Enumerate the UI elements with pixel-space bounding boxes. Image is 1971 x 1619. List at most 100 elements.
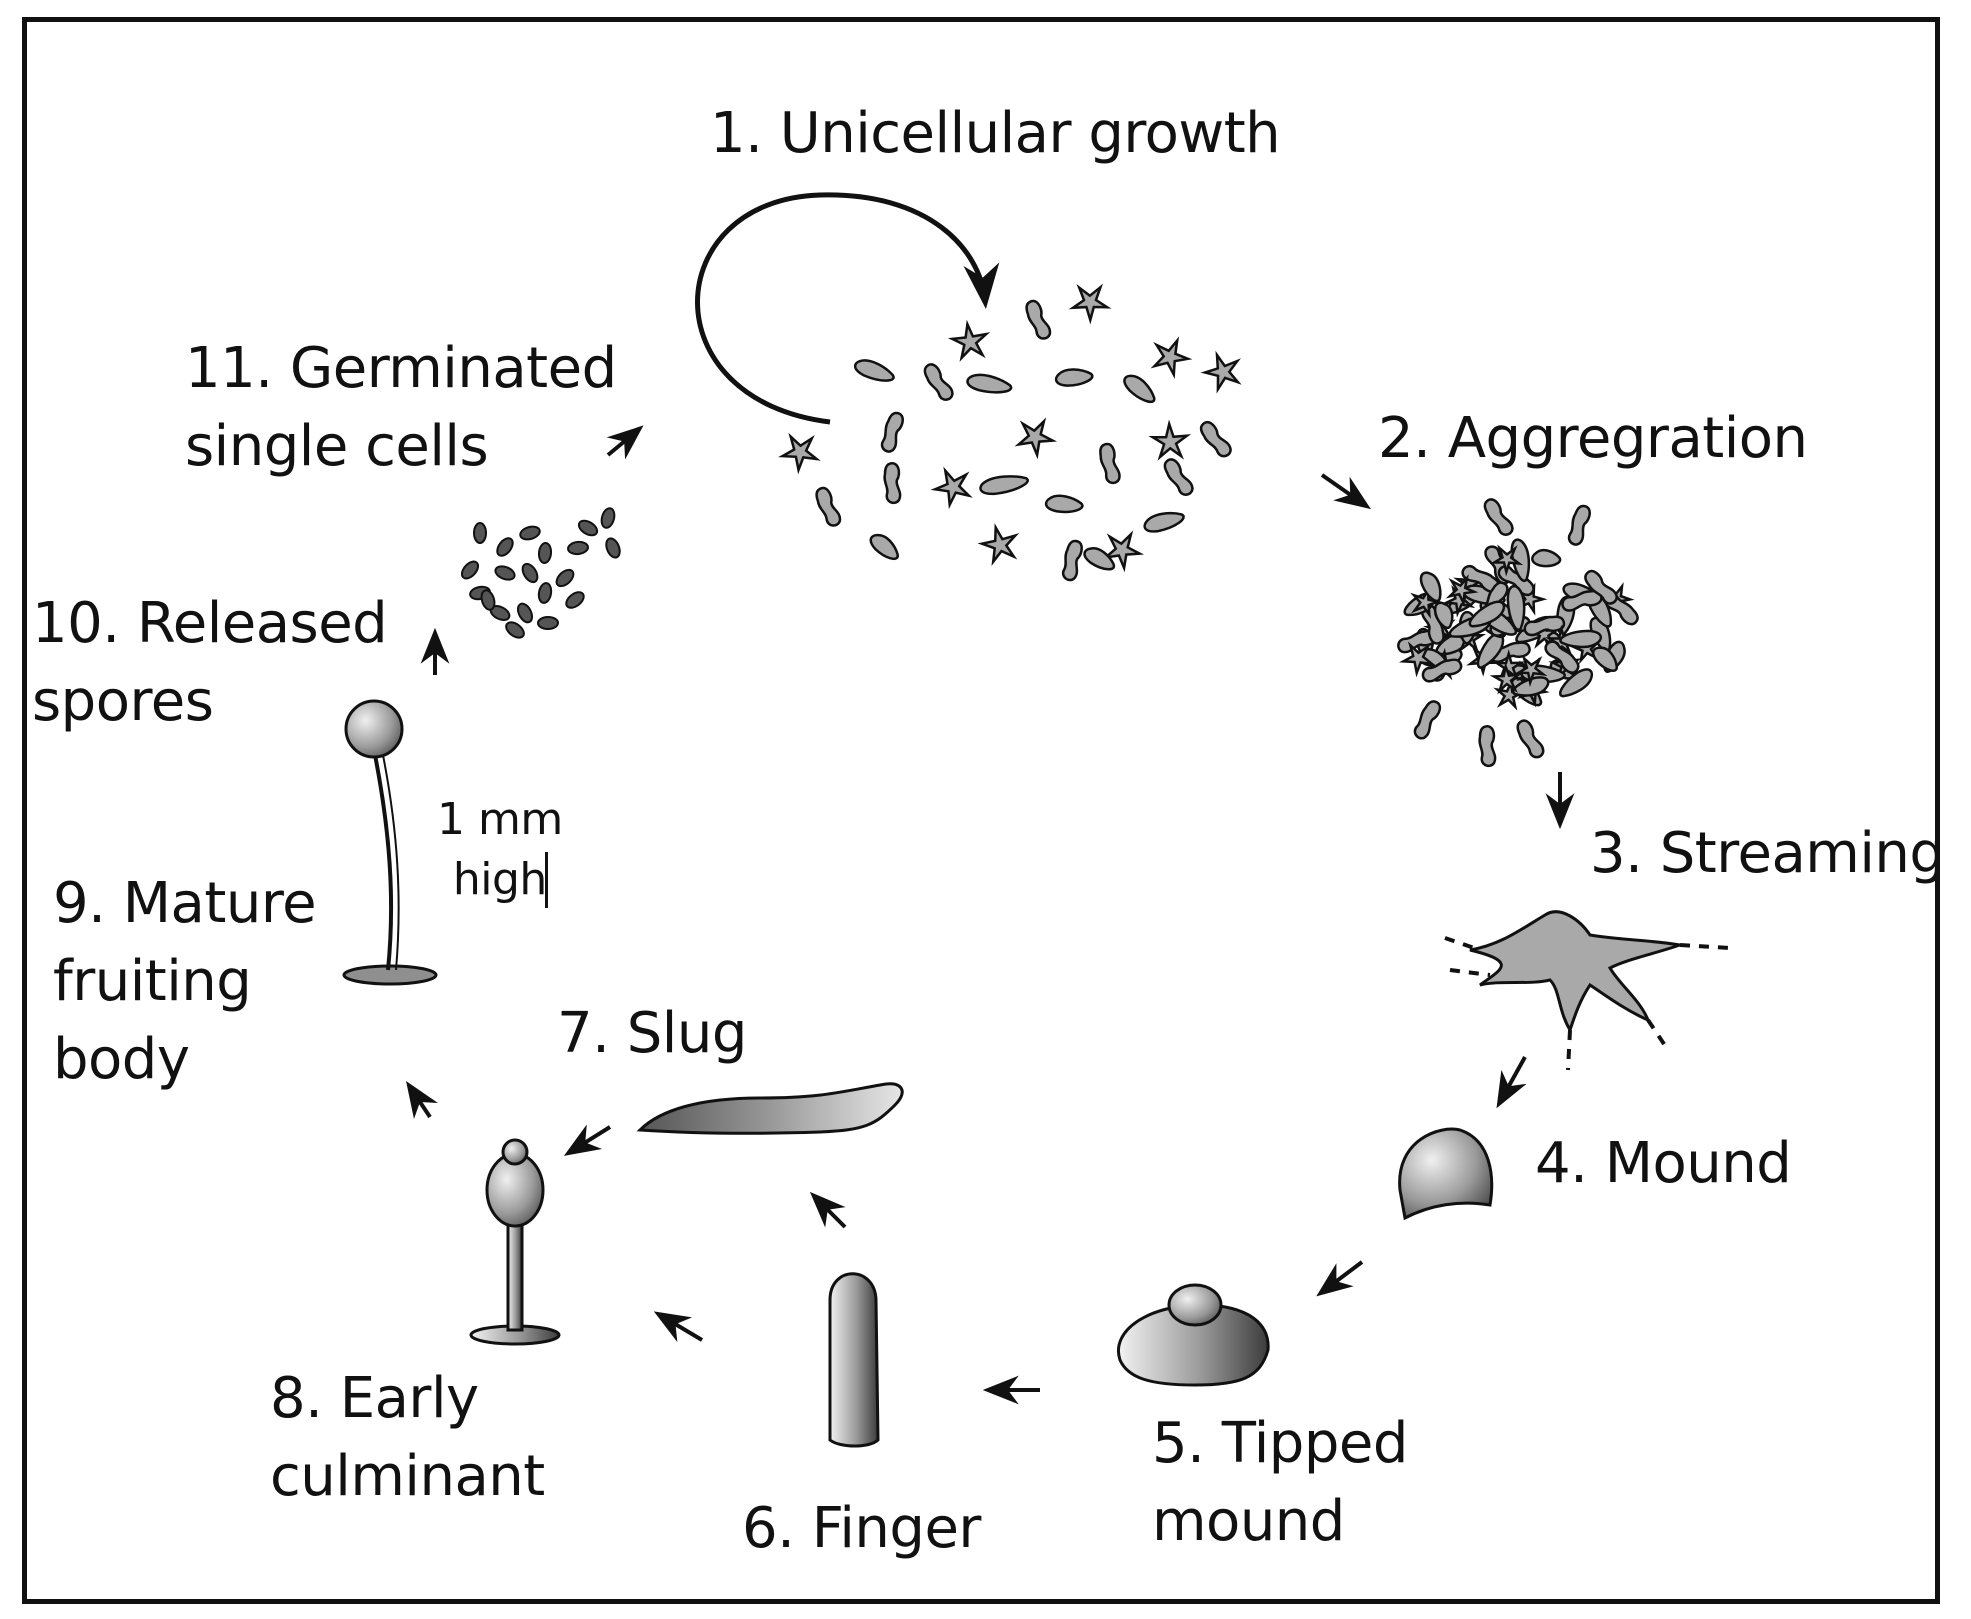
amoeba-cell [930,466,973,510]
stage-label-11: 11. Germinated single cells [185,336,617,479]
stage-label-2: 2. Aggregration [1378,406,1808,471]
amoeba-cell [1397,629,1438,654]
transition-arrow [1496,1056,1527,1109]
amoeba-cell [1014,417,1058,460]
mature-fruiting-body-shape [342,699,438,986]
amoeba-cell [1531,548,1562,568]
amoeba-cell [1523,615,1566,637]
amoeba-cell [1559,629,1603,649]
amoeba-cell [1099,442,1121,485]
amoeba-cell [1199,420,1232,458]
tipped-mound-shape [1117,1283,1270,1387]
amoeba-cell [853,359,895,382]
spore [505,621,525,639]
stage-label-3: 3. Streaming [1590,821,1945,886]
amoeba-cell [977,523,1020,566]
spore [519,525,541,541]
stage-label-4: 4. Mound [1535,1131,1792,1196]
transition-arrow [406,1081,438,1119]
finger-shape [828,1272,880,1448]
aggregation-cluster [1397,498,1639,768]
spore [516,602,534,624]
amoeba-cell [1421,658,1463,683]
spore [537,615,559,631]
stage-label-1: 1. Unicellular growth [710,101,1281,166]
amoeba-cell [1200,350,1242,394]
transition-arrow [563,1124,612,1156]
spore [460,560,480,580]
transition-arrow [653,1311,704,1343]
amoeba-cell [778,432,821,475]
diagram-frame [22,17,1940,1604]
slug-shape [636,1082,904,1135]
amoeba-cell [1561,589,1603,612]
unicellular-cells [778,283,1242,582]
amoeba-cell [1083,547,1116,571]
stage-label-9: 9. Mature fruiting body [53,871,317,1092]
amoeba-cell [1510,538,1531,582]
spore [537,542,553,564]
amoeba-cell [1068,283,1112,325]
stage-label-10: 10. Released spores [32,591,388,734]
stage-label-8: 8. Early culminant [270,1366,545,1509]
spore [521,562,539,584]
amoeba-cell [1433,601,1454,630]
amoeba-cell [966,373,1013,394]
amoeba-cell [1163,458,1194,496]
amoeba-cell [1512,676,1550,697]
amoeba-cell [947,319,991,362]
amoeba-cell [1489,544,1524,577]
amoeba-cell [1584,569,1618,605]
amoeba-cell [1419,571,1442,603]
spore [480,589,496,611]
spore [555,568,575,588]
transition-arrows [406,425,1575,1405]
amoeba-cell [1044,494,1084,514]
spore [605,537,621,559]
amoeba-cell [880,411,904,453]
amoeba-cell [1559,668,1594,698]
transition-arrow [1320,473,1371,510]
amoeba-cell [1445,574,1479,608]
amoeba-cell [1061,539,1083,582]
amoeba-cell [869,533,899,561]
spore [567,540,589,556]
amoeba-cell [1516,719,1545,759]
amoeba-cell [1514,654,1548,688]
streaming-shape [1444,910,1731,1071]
amoeba-cell [1410,585,1443,619]
spore [577,519,599,537]
amoeba-cell [1483,498,1514,536]
spore [494,565,516,581]
stage-label-6: 6. Finger [742,1496,981,1561]
spore [473,522,487,544]
spore [565,591,585,609]
early-culminant-shape [469,1138,561,1346]
amoeba-cell [923,363,954,401]
amoeba-cell [1591,646,1619,672]
stage-label-7: 7. Slug [557,1001,747,1066]
amoeba-cell [1478,725,1497,768]
amoeba-cell [1148,419,1192,461]
stage-label-5: 5. Tipped mound [1152,1411,1408,1554]
amoeba-cell [815,486,842,527]
amoeba-cell [1567,504,1591,546]
spore [537,582,553,604]
released-spores [460,507,621,639]
transition-arrow [1316,1260,1364,1297]
transition-arrow [606,425,644,460]
amoeba-cell [1461,564,1501,594]
amoeba-cell [1025,299,1052,340]
amoeba-cell [1101,530,1145,573]
amoeba-cell [1054,368,1094,387]
amoeba-cell [1468,600,1506,628]
amoeba-cell [1489,662,1523,695]
amoeba-cell [883,462,902,505]
amoeba-cell [1398,641,1436,678]
transition-arrow [809,1191,847,1229]
amoeba-cell [1413,700,1442,740]
amoeba-cell [1123,374,1156,404]
mound-shape [1398,1127,1494,1221]
